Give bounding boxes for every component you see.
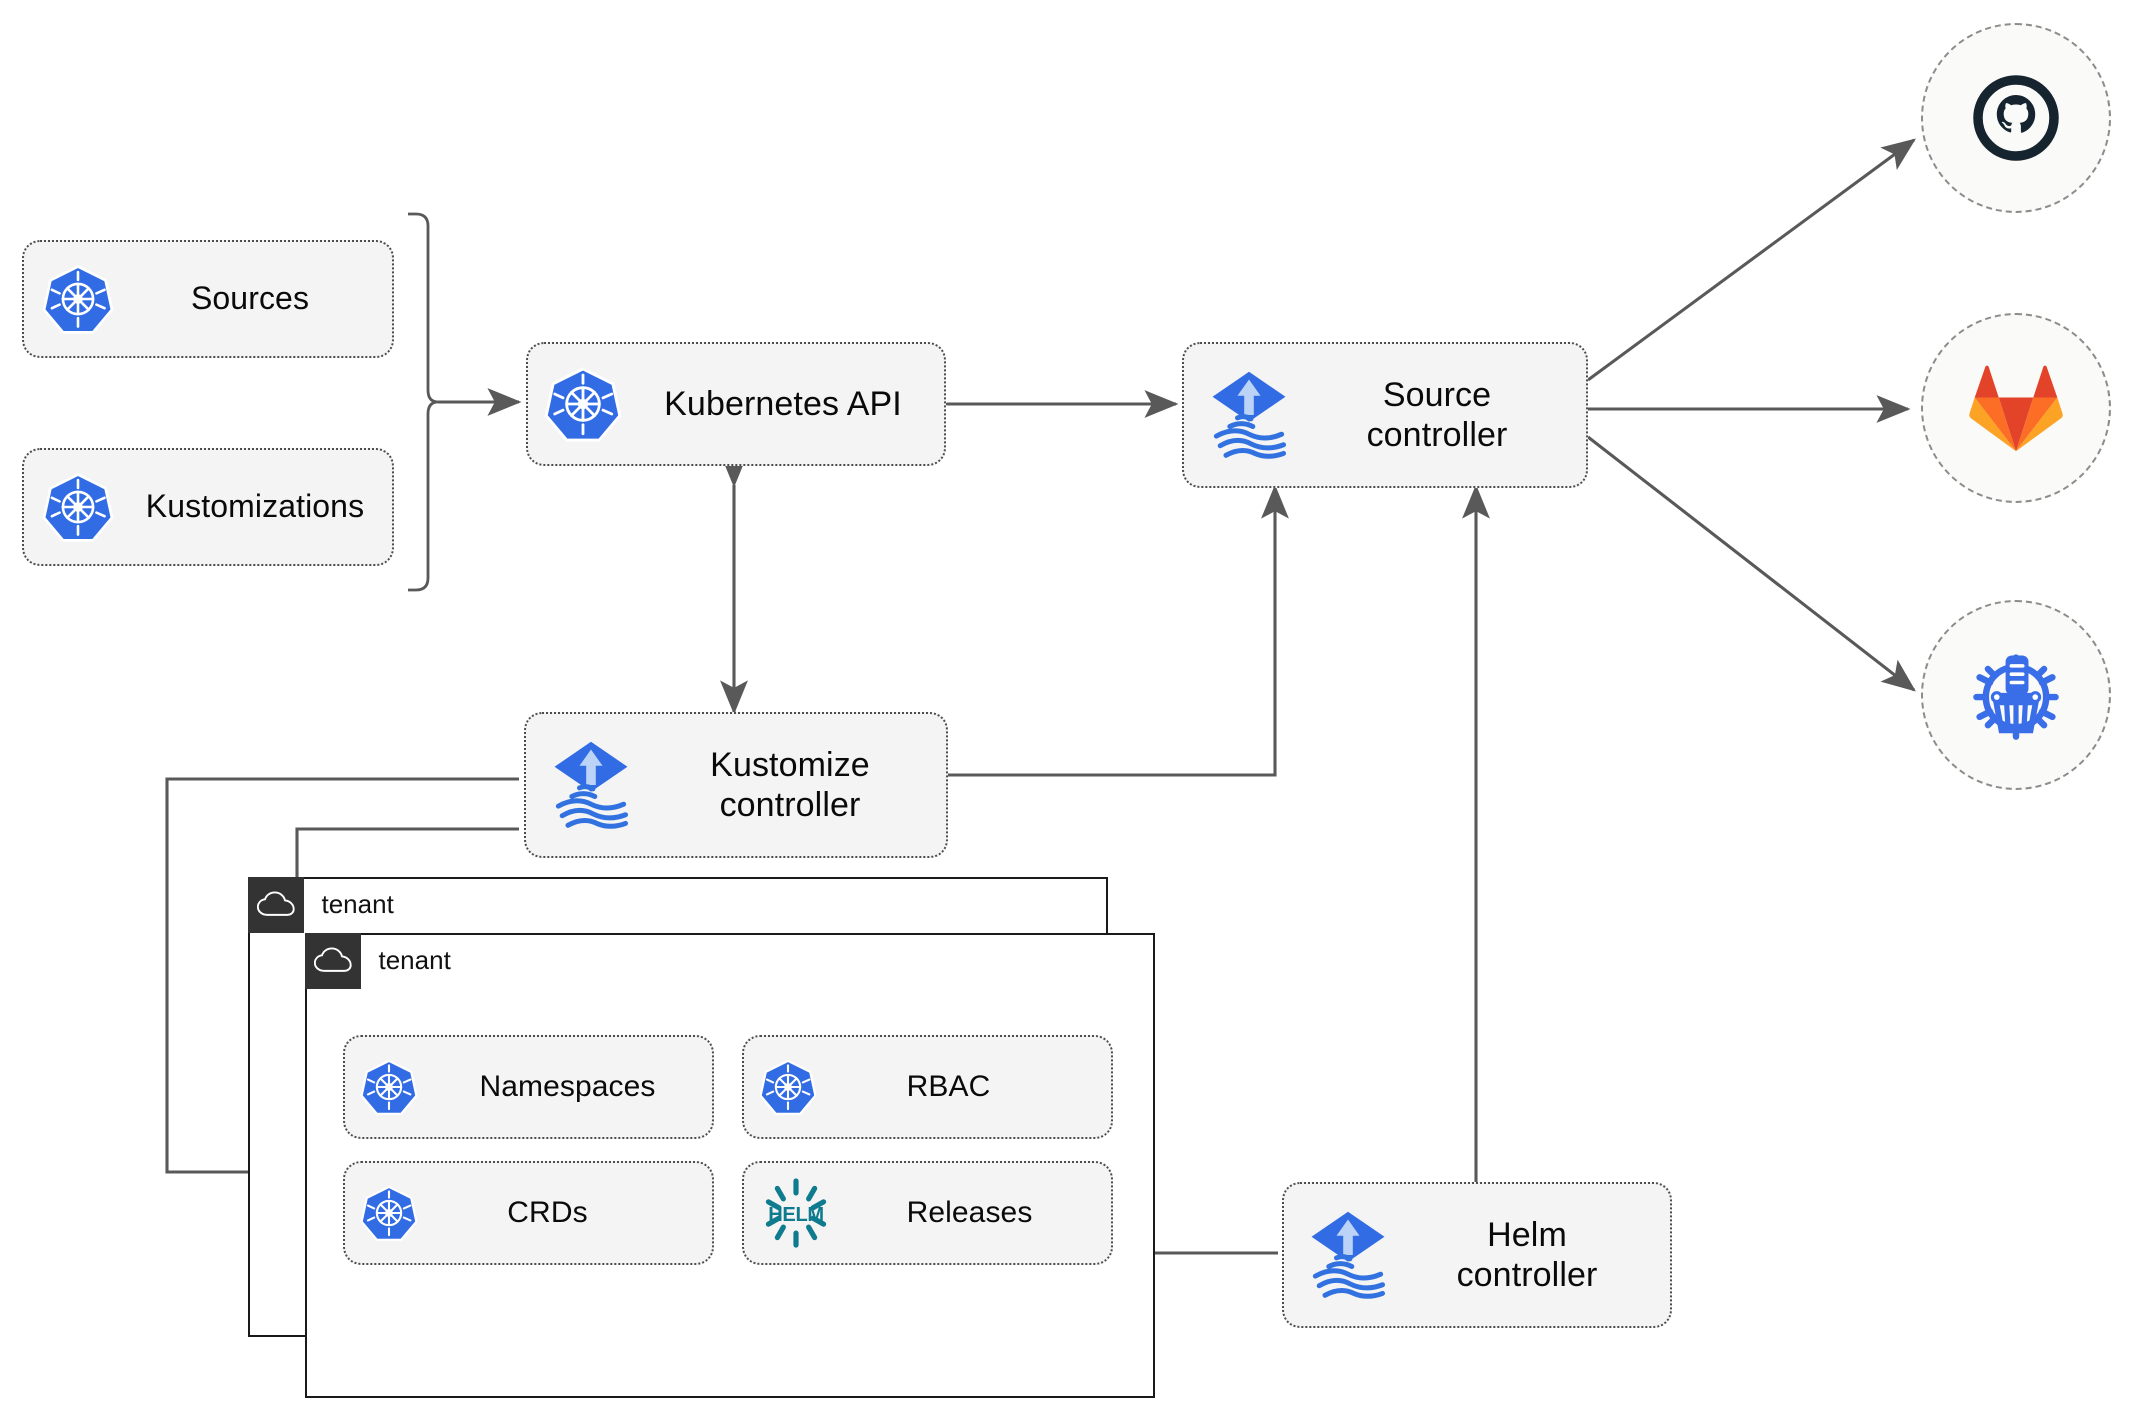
github-icon xyxy=(1973,75,2059,161)
node-label: Sources xyxy=(190,280,310,317)
node-helm-controller[interactable]: Helm controller xyxy=(1282,1182,1672,1328)
edge-bracket xyxy=(408,212,439,592)
cloud-icon xyxy=(304,932,361,989)
gitlab-icon xyxy=(1969,365,2063,452)
kubernetes-icon xyxy=(24,263,132,335)
tenant-label: tenant xyxy=(321,889,394,919)
node-label: CRDs xyxy=(507,1196,588,1230)
node-label: RBAC xyxy=(906,1070,991,1104)
node-rbac[interactable]: RBAC xyxy=(742,1035,1113,1139)
flux-icon xyxy=(1284,1207,1412,1303)
tenant-label: tenant xyxy=(378,945,451,975)
node-crds[interactable]: CRDs xyxy=(343,1161,714,1265)
flux-icon xyxy=(1184,367,1314,463)
tenant-resources-grid: Namespaces xyxy=(343,1035,1113,1265)
edge-source-bucket xyxy=(1587,435,1916,692)
bucket-icon xyxy=(1973,654,2059,740)
provider-gitlab[interactable] xyxy=(1921,313,2111,503)
node-label: Helm controller xyxy=(1456,1215,1598,1294)
node-label: Releases xyxy=(906,1196,1033,1230)
node-releases[interactable]: HELM Releases xyxy=(742,1161,1113,1265)
tenant-header-back: tenant xyxy=(247,876,394,933)
node-namespaces[interactable]: Namespaces xyxy=(343,1035,714,1139)
node-label: Kustomizations xyxy=(145,488,365,525)
kubernetes-icon xyxy=(744,1058,832,1116)
node-kustomizations[interactable]: Kustomizations xyxy=(22,448,394,566)
node-kubernetes-api[interactable]: Kubernetes API xyxy=(526,342,946,466)
flux-icon xyxy=(526,737,656,833)
provider-github[interactable] xyxy=(1921,23,2111,213)
tenant-container-front[interactable]: tenant xyxy=(304,932,1155,1398)
svg-text:HELM: HELM xyxy=(768,1204,823,1226)
node-sources[interactable]: Sources xyxy=(22,240,394,358)
kubernetes-icon xyxy=(528,365,638,443)
cloud-icon xyxy=(247,876,304,933)
node-source-controller[interactable]: Source controller xyxy=(1182,342,1588,488)
kubernetes-icon xyxy=(24,471,132,543)
kubernetes-icon xyxy=(345,1184,433,1242)
edge-source-github xyxy=(1587,138,1916,382)
node-label: Kustomize controller xyxy=(710,745,870,824)
tenant-header-front: tenant xyxy=(304,932,451,989)
node-label: Source controller xyxy=(1366,375,1508,454)
edge-kustomize-source xyxy=(947,484,1289,777)
node-kustomize-controller[interactable]: Kustomize controller xyxy=(524,712,948,858)
node-label: Namespaces xyxy=(479,1070,656,1104)
kubernetes-icon xyxy=(345,1058,433,1116)
provider-bucket[interactable] xyxy=(1921,600,2111,790)
helm-icon: HELM xyxy=(744,1178,848,1248)
node-label: Kubernetes API xyxy=(664,384,902,423)
